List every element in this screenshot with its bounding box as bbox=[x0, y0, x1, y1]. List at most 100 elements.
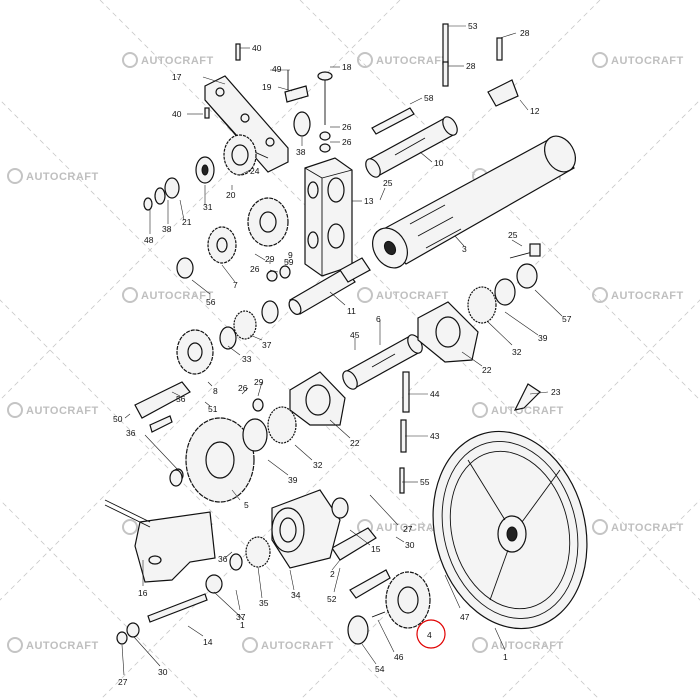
callout-label: 38 bbox=[296, 147, 306, 157]
callout-label: 54 bbox=[375, 664, 385, 674]
callout-label: 32 bbox=[313, 460, 323, 470]
callout-label: 50 bbox=[113, 414, 123, 424]
callout-label: 25 bbox=[383, 178, 393, 188]
callout-label: 28 bbox=[466, 61, 476, 71]
leader-lines bbox=[121, 25, 563, 676]
callout-label: 13 bbox=[364, 196, 374, 206]
square-tube-part bbox=[304, 157, 353, 277]
callout-label: 11 bbox=[347, 306, 356, 316]
axle-part bbox=[342, 334, 423, 390]
svg-text:AUTOCRAFT: AUTOCRAFT bbox=[26, 640, 99, 652]
watermark-logo: AUTOCRAFT bbox=[122, 52, 214, 68]
callout-label: 14 bbox=[203, 637, 213, 647]
flange-housing-part bbox=[289, 278, 516, 426]
callout-label: 5 bbox=[244, 500, 249, 510]
gear-33-part bbox=[176, 329, 214, 375]
pulley-wheel-part bbox=[432, 430, 588, 630]
callout-label: 47 bbox=[460, 612, 470, 622]
callout-label: 34 bbox=[291, 590, 301, 600]
svg-text:AUTOCRAFT: AUTOCRAFT bbox=[611, 522, 684, 534]
callout-label: 45 bbox=[350, 330, 360, 340]
callout-label: 17 bbox=[172, 72, 182, 82]
svg-text:AUTOCRAFT: AUTOCRAFT bbox=[141, 55, 214, 67]
watermark-logo: AUTOCRAFT bbox=[472, 637, 564, 653]
callout-label: 43 bbox=[430, 431, 440, 441]
callout-label: 3 bbox=[462, 244, 467, 254]
callout-label: 4 bbox=[427, 630, 432, 640]
callout-label: 10 bbox=[434, 158, 444, 168]
svg-text:AUTOCRAFT: AUTOCRAFT bbox=[141, 290, 214, 302]
callout-label: 15 bbox=[371, 544, 381, 554]
svg-text:AUTOCRAFT: AUTOCRAFT bbox=[611, 290, 684, 302]
callout-label: 22 bbox=[350, 438, 360, 448]
callout-label: 51 bbox=[208, 404, 218, 414]
pins-part bbox=[204, 23, 519, 494]
watermark-logo: AUTOCRAFT bbox=[472, 402, 564, 418]
callout-label: 30 bbox=[158, 667, 168, 677]
svg-text:AUTOCRAFT: AUTOCRAFT bbox=[491, 405, 564, 417]
watermark-logo: AUTOCRAFT bbox=[592, 519, 684, 535]
callout-label: 1 bbox=[240, 620, 245, 630]
highlight-circle bbox=[416, 619, 446, 649]
svg-text:AUTOCRAFT: AUTOCRAFT bbox=[376, 522, 449, 534]
callout-label: 25 bbox=[508, 230, 518, 240]
ring-36-part bbox=[169, 469, 183, 487]
watermark-logo: AUTOCRAFT bbox=[357, 287, 448, 303]
callout-label: 39 bbox=[288, 475, 298, 485]
callout-label: 1 bbox=[503, 652, 508, 662]
big-gear-part bbox=[172, 398, 297, 503]
callout-label: 26 bbox=[342, 122, 352, 132]
arm-bracket-part bbox=[104, 499, 216, 583]
watermark-logo: AUTOCRAFT bbox=[357, 52, 448, 68]
callout-label: 37 bbox=[262, 340, 272, 350]
callout-label: 21 bbox=[182, 217, 192, 227]
callout-label: 26 bbox=[342, 137, 352, 147]
parts bbox=[104, 23, 588, 645]
callout-label: 23 bbox=[551, 387, 561, 397]
svg-text:AUTOCRAFT: AUTOCRAFT bbox=[261, 640, 334, 652]
gear-part bbox=[176, 197, 289, 279]
bolt-nut-part bbox=[509, 243, 541, 289]
watermark-logo: AUTOCRAFT bbox=[7, 168, 99, 184]
callout-label: 19 bbox=[262, 82, 272, 92]
callout-label: 29 bbox=[254, 377, 264, 387]
callout-label: 27 bbox=[118, 677, 128, 687]
callout-label: 27 bbox=[403, 524, 413, 534]
sprocket-part bbox=[143, 134, 257, 211]
callout-label: 53 bbox=[468, 21, 478, 31]
callout-label: 7 bbox=[233, 280, 238, 290]
watermark-logo: AUTOCRAFT bbox=[242, 637, 334, 653]
small-rings-part bbox=[219, 265, 291, 350]
shaft-part bbox=[288, 257, 371, 315]
callout-label: 29 bbox=[265, 254, 275, 264]
callout-label: 35 bbox=[259, 598, 269, 608]
callout-label: 24 bbox=[250, 166, 260, 176]
callout-label: 31 bbox=[203, 202, 213, 212]
svg-text:AUTOCRAFT: AUTOCRAFT bbox=[26, 405, 99, 417]
svg-text:AUTOCRAFT: AUTOCRAFT bbox=[491, 640, 564, 652]
bearing-housing-part bbox=[205, 489, 349, 594]
bolt-14-part bbox=[116, 593, 208, 645]
callout-label: 40 bbox=[172, 109, 182, 119]
callout-label: 58 bbox=[424, 93, 434, 103]
callout-label: 38 bbox=[162, 224, 172, 234]
watermark-logo: AUTOCRAFT bbox=[122, 287, 214, 303]
callout-label: 32 bbox=[512, 347, 522, 357]
callout-label: 33 bbox=[242, 354, 252, 364]
watermark-logo: AUTOCRAFT bbox=[7, 637, 99, 653]
callout-label: 48 bbox=[144, 235, 154, 245]
callout-label: 56 bbox=[206, 297, 216, 307]
callout-label: 59 bbox=[284, 257, 294, 267]
main-axle-part bbox=[372, 135, 577, 269]
callout-label: 36 bbox=[126, 428, 136, 438]
svg-text:AUTOCRAFT: AUTOCRAFT bbox=[26, 171, 99, 183]
watermark-logo: AUTOCRAFT bbox=[7, 402, 99, 418]
callout-label: 40 bbox=[252, 43, 262, 53]
callout-label: 9 bbox=[288, 250, 293, 260]
callout-label: 18 bbox=[342, 62, 352, 72]
callout-label: 56 bbox=[176, 394, 186, 404]
callout-labels: 40 17 49 19 18 53 28 28 12 40 58 26 26 3… bbox=[113, 21, 572, 687]
watermark-logos: AUTOCRAFT AUTOCRAFT AUTOCRAFT AUTOCRAFT … bbox=[7, 52, 684, 653]
